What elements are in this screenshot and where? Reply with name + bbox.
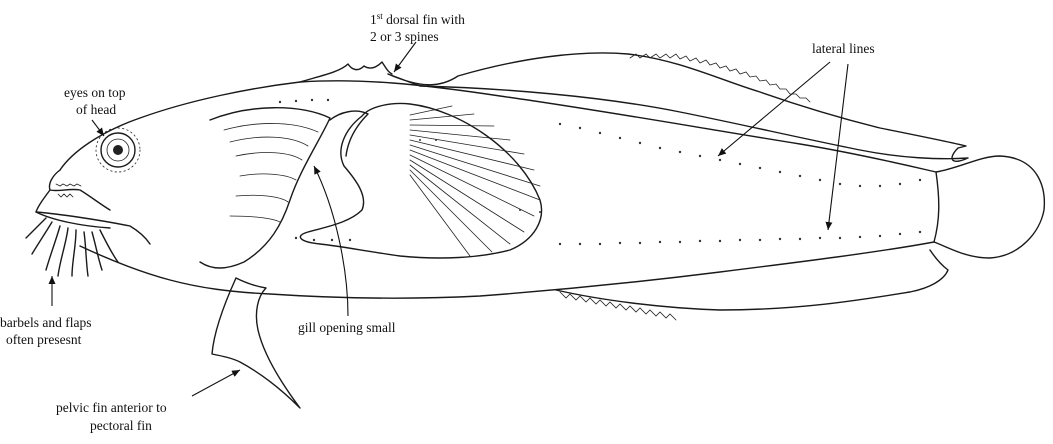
eyes-label-line2: of head [76,102,116,117]
pelvic-label-line2: pectoral fin [90,418,152,433]
barbels-label-line2: often presesnt [6,332,82,347]
eyes-label: eyes on top [64,85,126,100]
pelvic-label: pelvic fin anterior to [56,400,167,415]
dorsal-label: 1st dorsal fin with [370,11,465,27]
eyes-arrow [92,120,104,136]
labels: 1st dorsal fin with 2 or 3 spines latera… [0,11,875,433]
gill-arrow [314,166,348,316]
caudal-fin [934,156,1044,258]
barbels-label: barbels and flaps [0,315,91,330]
anal-fin [556,250,948,310]
lower-lateral-line [295,231,921,245]
pelvic-arrow [192,370,240,396]
dorsal-arrow [394,42,416,72]
pelvic-fin [212,278,300,408]
head-outline [36,170,150,244]
annotation-arrows [52,42,848,396]
operculum [200,108,330,268]
barbels [26,218,118,276]
dorsal-label-line2: 2 or 3 spines [370,29,439,44]
mid-lateral-dots [419,139,541,213]
second-dorsal-fin [388,53,968,161]
lateral-lines-label: lateral lines [812,41,875,56]
fish-body [60,81,939,298]
first-dorsal-fin [300,62,392,82]
gill-label: gill opening small [298,320,396,335]
fish-drawing [26,53,1044,408]
gill-opening [330,111,368,156]
